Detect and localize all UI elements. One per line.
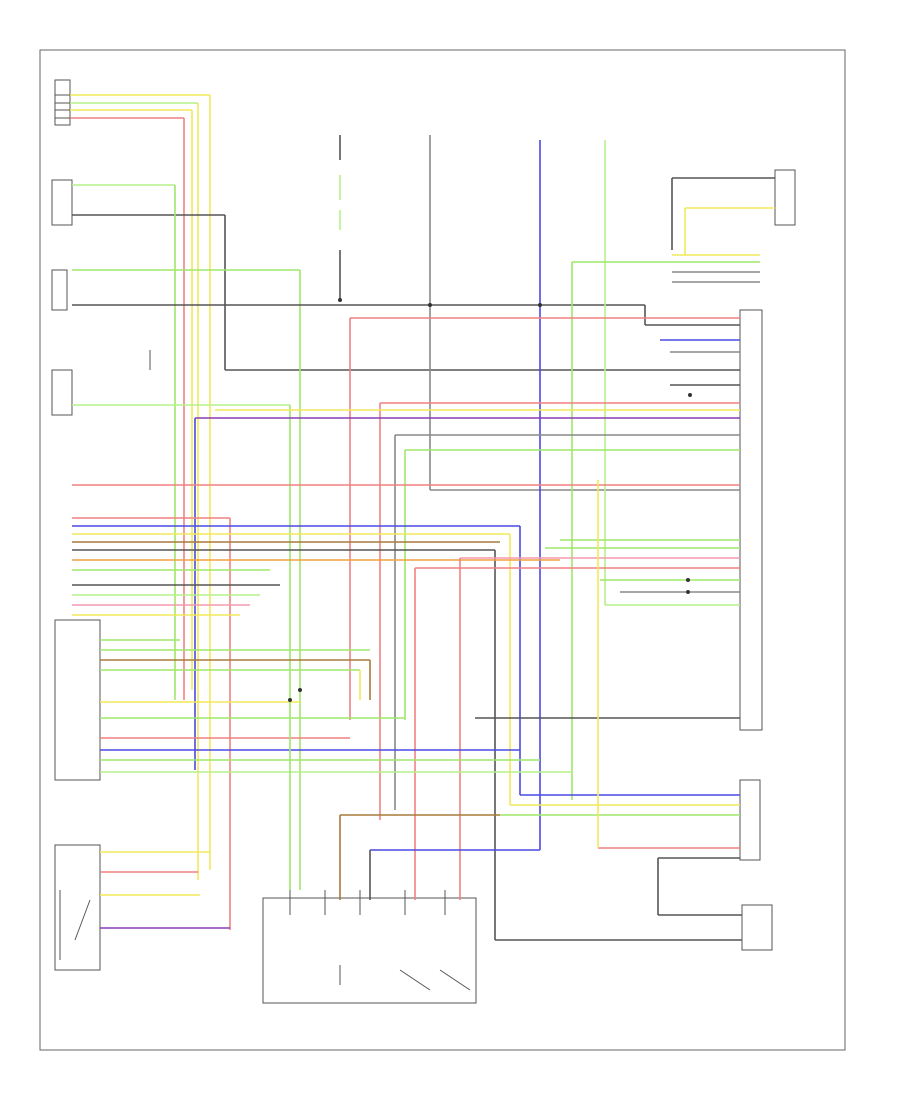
wire-group-right-top bbox=[571, 177, 775, 800]
wire-group-top-left bbox=[70, 94, 211, 880]
component-box-right-bottom bbox=[741, 904, 773, 951]
diagram-border bbox=[39, 49, 846, 1051]
component-box-right-connector bbox=[739, 309, 763, 731]
component-box-bottom-left bbox=[54, 844, 101, 971]
component-box-connector-left bbox=[54, 619, 101, 781]
component-box-right-lower bbox=[739, 779, 761, 861]
wire-group-bottom-center bbox=[289, 890, 471, 991]
wire-group-sensor bbox=[72, 184, 740, 890]
splice-points bbox=[288, 298, 692, 702]
component-box-sensor-left bbox=[51, 179, 73, 226]
wire-group-main-bus bbox=[72, 317, 740, 820]
wire-group-right-mid bbox=[414, 539, 740, 900]
component-box-switch-left bbox=[51, 369, 73, 416]
component-box-bottom-center bbox=[262, 897, 477, 1004]
component-pins bbox=[55, 94, 151, 960]
wire-group-lower-left bbox=[100, 639, 572, 890]
component-box-mid-left bbox=[51, 269, 68, 311]
wire-group-top-center bbox=[339, 135, 740, 850]
wire-group-right-lower bbox=[339, 480, 742, 916]
component-box-right-top bbox=[774, 169, 796, 226]
wire-group-bottom-left bbox=[100, 851, 230, 929]
wire-group-mid-harness bbox=[72, 517, 742, 941]
